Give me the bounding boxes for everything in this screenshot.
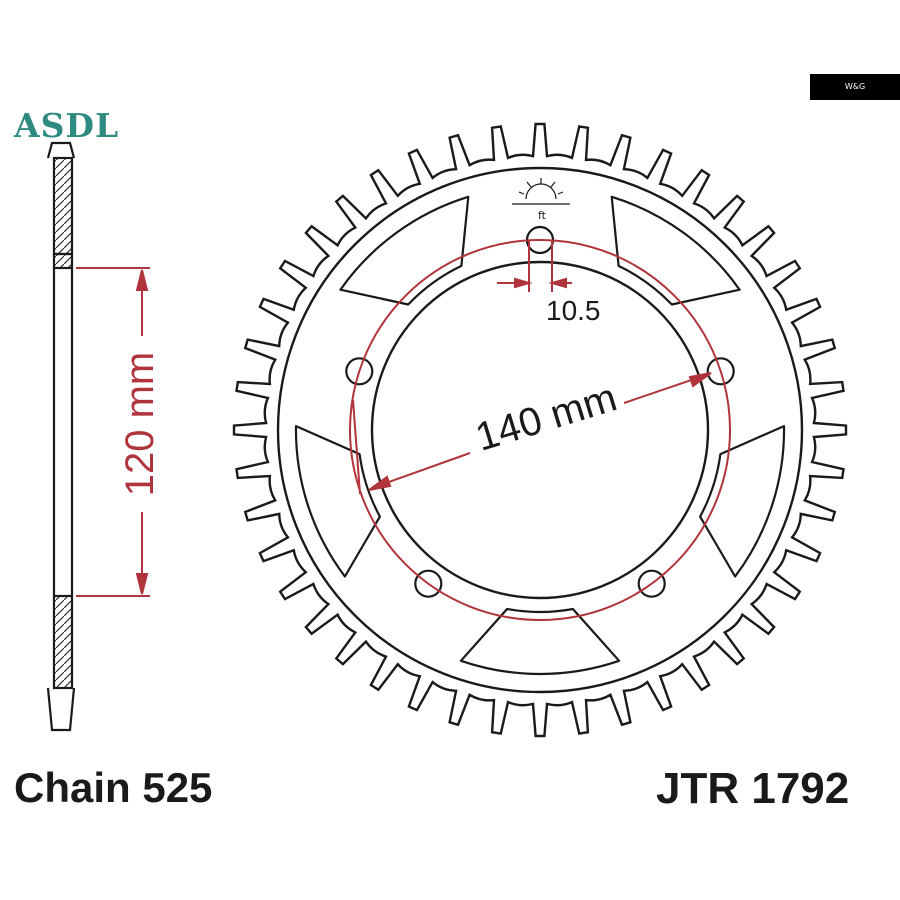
profile-top-step <box>52 252 74 270</box>
logo-mark-icon <box>512 178 570 205</box>
lightening-window <box>294 425 381 578</box>
part-number-label: JTR 1792 <box>656 764 850 813</box>
sprocket-teeth-outline <box>232 122 848 738</box>
brand-logo: ASDL <box>14 106 120 145</box>
profile-bottom-hatched <box>52 594 74 690</box>
logo-mark-text: ft <box>538 209 547 222</box>
bolt-hole-label: 10.5 <box>546 295 601 326</box>
lightening-window <box>459 607 621 675</box>
bolt-circle <box>349 239 731 621</box>
height-dimension <box>76 267 150 597</box>
bolt-circle-label: 140 mm <box>471 375 622 459</box>
sprocket-rim-circle <box>276 166 804 694</box>
lightening-window <box>699 425 786 578</box>
bolt-circle-dimension <box>352 372 712 495</box>
profile-top-hatched <box>52 156 74 256</box>
chain-size-label: Chain 525 <box>14 764 213 811</box>
profile-bottom-tip <box>46 687 76 732</box>
side-profile <box>46 141 76 732</box>
center-bore <box>370 260 710 600</box>
profile-top-tip <box>46 141 76 159</box>
lightening-window <box>610 195 741 306</box>
lightening-window <box>339 195 470 306</box>
lightening-windows <box>294 195 786 675</box>
bolt-hole-dimension <box>497 240 572 292</box>
height-label: 120 mm <box>118 352 162 497</box>
watermark-badge: W&G <box>810 74 900 100</box>
